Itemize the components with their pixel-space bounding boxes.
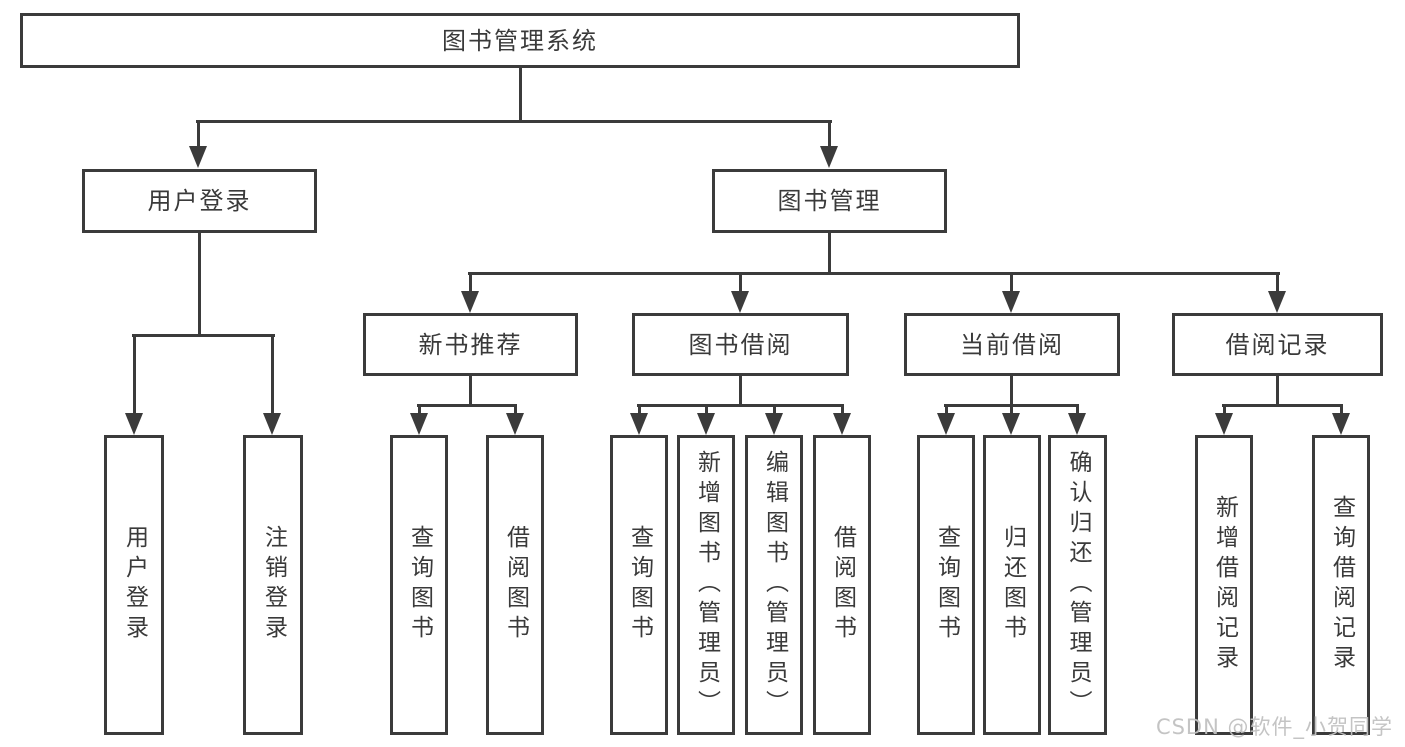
connector-arrow xyxy=(189,146,207,168)
connector-line xyxy=(638,404,641,415)
connector-line xyxy=(705,404,708,415)
connector-line xyxy=(1276,272,1279,294)
connector-line xyxy=(132,334,275,337)
connector-line xyxy=(417,404,517,407)
connector-line xyxy=(469,376,472,407)
connector-line xyxy=(739,272,742,294)
connector-arrow xyxy=(263,413,281,435)
node-current-borrowing: 当前借阅 xyxy=(904,313,1120,376)
connector-line xyxy=(197,120,200,148)
leaf-add-books-admin-label: 新增图书（管理员） xyxy=(693,450,720,720)
node-library-system: 图书管理系统 xyxy=(20,13,1020,68)
leaf-return-books: 归还图书 xyxy=(983,435,1041,735)
connector-line xyxy=(841,404,844,415)
node-new-book-recommend-label: 新书推荐 xyxy=(418,330,523,359)
connector-line xyxy=(198,233,201,337)
leaf-add-borrow-record-label: 新增借阅记录 xyxy=(1211,495,1238,675)
connector-line xyxy=(418,404,421,415)
node-book-management-label: 图书管理 xyxy=(777,187,882,215)
connector-line xyxy=(828,233,831,275)
connector-line xyxy=(1223,404,1226,415)
connector-arrow xyxy=(461,291,479,313)
leaf-return-books-label: 归还图书 xyxy=(999,525,1026,645)
node-borrow-records: 借阅记录 xyxy=(1172,313,1383,376)
connector-arrow xyxy=(833,413,851,435)
connector-line xyxy=(1340,404,1343,415)
connector-line xyxy=(1222,404,1343,407)
leaf-borrow-books-recommend-label: 借阅图书 xyxy=(502,525,529,645)
node-book-borrowing-label: 图书借阅 xyxy=(688,330,793,359)
connector-line xyxy=(133,334,136,416)
connector-line xyxy=(739,376,742,407)
leaf-logout-login: 注销登录 xyxy=(243,435,303,735)
connector-line xyxy=(828,120,831,148)
connector-arrow xyxy=(1002,291,1020,313)
leaf-add-books-admin: 新增图书（管理员） xyxy=(677,435,735,735)
leaf-query-books-recommend: 查询图书 xyxy=(390,435,448,735)
connector-line xyxy=(1010,404,1013,415)
leaf-edit-books-admin-label: 编辑图书（管理员） xyxy=(761,450,788,720)
leaf-query-borrow-record: 查询借阅记录 xyxy=(1312,435,1370,735)
connector-arrow xyxy=(410,413,428,435)
node-book-borrowing: 图书借阅 xyxy=(632,313,849,376)
connector-line xyxy=(271,334,274,416)
leaf-query-books-current: 查询图书 xyxy=(917,435,975,735)
connector-line xyxy=(1276,376,1279,407)
connector-line xyxy=(1076,404,1079,415)
connector-arrow xyxy=(731,291,749,313)
connector-arrow xyxy=(125,413,143,435)
connector-arrow xyxy=(697,413,715,435)
node-book-management: 图书管理 xyxy=(712,169,947,233)
leaf-query-borrow-record-label: 查询借阅记录 xyxy=(1328,495,1355,675)
leaf-query-books-borrowing: 查询图书 xyxy=(610,435,668,735)
connector-arrow xyxy=(506,413,524,435)
leaf-query-books-current-label: 查询图书 xyxy=(933,525,960,645)
leaf-edit-books-admin: 编辑图书（管理员） xyxy=(745,435,803,735)
connector-arrow xyxy=(1215,413,1233,435)
node-current-borrowing-label: 当前借阅 xyxy=(960,330,1064,359)
node-user-login-label: 用户登录 xyxy=(147,187,252,215)
connector-line xyxy=(1010,272,1013,294)
leaf-user-login-label: 用户登录 xyxy=(121,525,148,645)
leaf-logout-login-label: 注销登录 xyxy=(260,525,287,645)
node-library-system-label: 图书管理系统 xyxy=(442,26,598,55)
connector-line xyxy=(773,404,776,415)
leaf-borrow-books-borrowing: 借阅图书 xyxy=(813,435,871,735)
leaf-query-books-recommend-label: 查询图书 xyxy=(406,525,433,645)
connector-arrow xyxy=(1268,291,1286,313)
connector-arrow xyxy=(1068,413,1086,435)
leaf-user-login: 用户登录 xyxy=(104,435,164,735)
connector-arrow xyxy=(765,413,783,435)
connector-line xyxy=(196,120,832,123)
node-user-login: 用户登录 xyxy=(82,169,317,233)
connector-line xyxy=(519,68,522,120)
connector-line xyxy=(469,272,472,294)
leaf-add-borrow-record: 新增借阅记录 xyxy=(1195,435,1253,735)
connector-arrow xyxy=(1332,413,1350,435)
connector-arrow xyxy=(820,146,838,168)
node-borrow-records-label: 借阅记录 xyxy=(1225,330,1330,359)
leaf-query-books-borrowing-label: 查询图书 xyxy=(626,525,653,645)
connector-line xyxy=(468,272,1280,275)
node-new-book-recommend: 新书推荐 xyxy=(363,313,578,376)
connector-arrow xyxy=(937,413,955,435)
connector-arrow xyxy=(630,413,648,435)
leaf-confirm-return-admin-label: 确认归还（管理员） xyxy=(1065,450,1091,720)
csdn-watermark: CSDN @软件_小贺同学 xyxy=(1155,715,1393,739)
leaf-borrow-books-recommend: 借阅图书 xyxy=(486,435,544,735)
connector-line xyxy=(945,404,948,415)
connector-line xyxy=(1010,376,1013,407)
connector-arrow xyxy=(1002,413,1020,435)
connector-line xyxy=(514,404,517,415)
leaf-borrow-books-borrowing-label: 借阅图书 xyxy=(829,525,856,645)
connector-line xyxy=(637,404,844,407)
leaf-confirm-return-admin: 确认归还（管理员） xyxy=(1048,435,1107,735)
